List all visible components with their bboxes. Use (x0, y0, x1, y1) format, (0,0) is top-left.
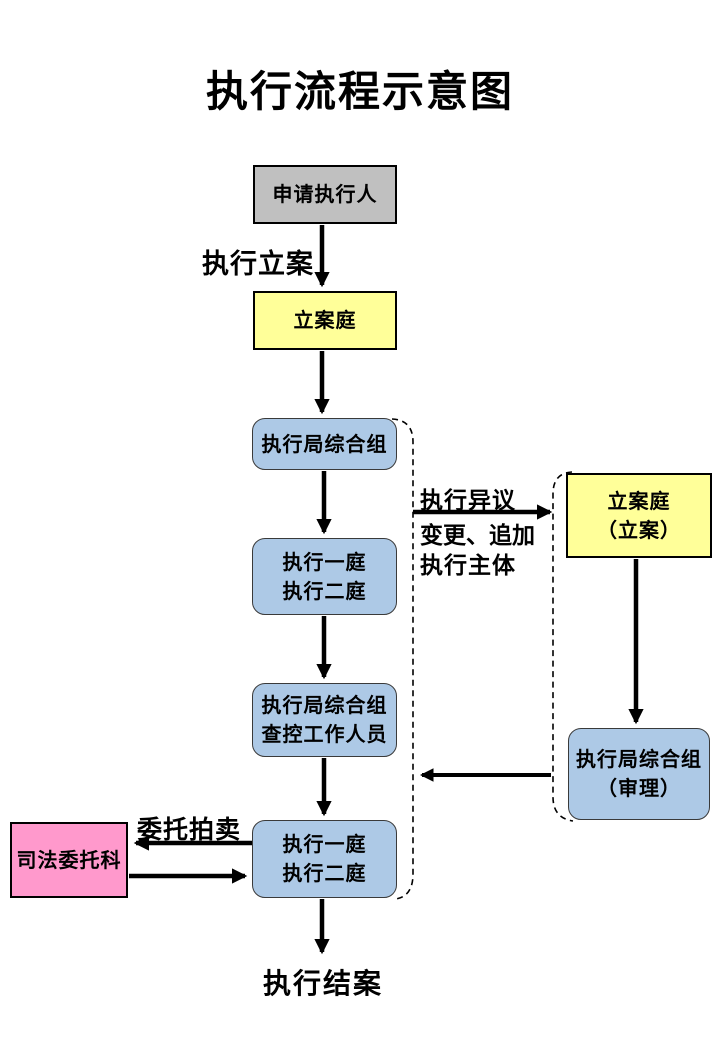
node-filing-division-case-line1: 立案庭 (607, 488, 671, 513)
node-exec-bureau-review: 执行局综合组 （审理） (568, 728, 710, 820)
node-exec-bureau-staff: 执行局综合组 查控工作人员 (252, 683, 397, 757)
node-exec-bureau-staff-line2: 查控工作人员 (261, 722, 388, 746)
node-filing-division: 立案庭 (253, 291, 397, 350)
node-exec-courts-lower: 执行一庭 执行二庭 (252, 820, 397, 898)
edge-label-change-add: 变更、追加 (420, 522, 535, 549)
edge-label-exec-filing: 执行立案 (202, 249, 314, 280)
node-exec-courts-upper-line2: 执行二庭 (282, 578, 367, 603)
node-exec-courts-upper-line1: 执行一庭 (282, 549, 367, 574)
node-exec-courts-lower-line1: 执行一庭 (282, 832, 367, 856)
node-applicant: 申请执行人 (253, 165, 397, 224)
edge-label-entrust-auction: 委托拍卖 (137, 815, 242, 844)
diagram-title: 执行流程示意图 (205, 67, 514, 116)
edge-label-exec-closing: 执行结案 (263, 967, 384, 1000)
node-filing-division-label: 立案庭 (293, 308, 357, 332)
edge-label-exec-objection: 执行异议 (420, 487, 516, 514)
node-filing-division-case: 立案庭 （立案） (566, 473, 712, 558)
node-exec-courts-lower-line2: 执行二庭 (282, 861, 367, 885)
node-exec-bureau-group: 执行局综合组 (252, 418, 397, 470)
node-exec-courts-upper: 执行一庭 执行二庭 (252, 538, 397, 615)
node-exec-bureau-review-line1: 执行局综合组 (576, 747, 702, 771)
node-judicial-entrust-dept-label: 司法委托科 (16, 847, 122, 872)
node-exec-bureau-staff-line1: 执行局综合组 (261, 693, 388, 717)
node-applicant-label: 申请执行人 (272, 182, 378, 206)
node-judicial-entrust-dept: 司法委托科 (10, 822, 128, 898)
node-filing-division-case-line2: （立案） (597, 517, 681, 542)
node-exec-bureau-group-label: 执行局综合组 (261, 431, 388, 456)
node-exec-bureau-review-line2: （审理） (597, 776, 681, 800)
edge-label-exec-subject: 执行主体 (420, 552, 516, 579)
